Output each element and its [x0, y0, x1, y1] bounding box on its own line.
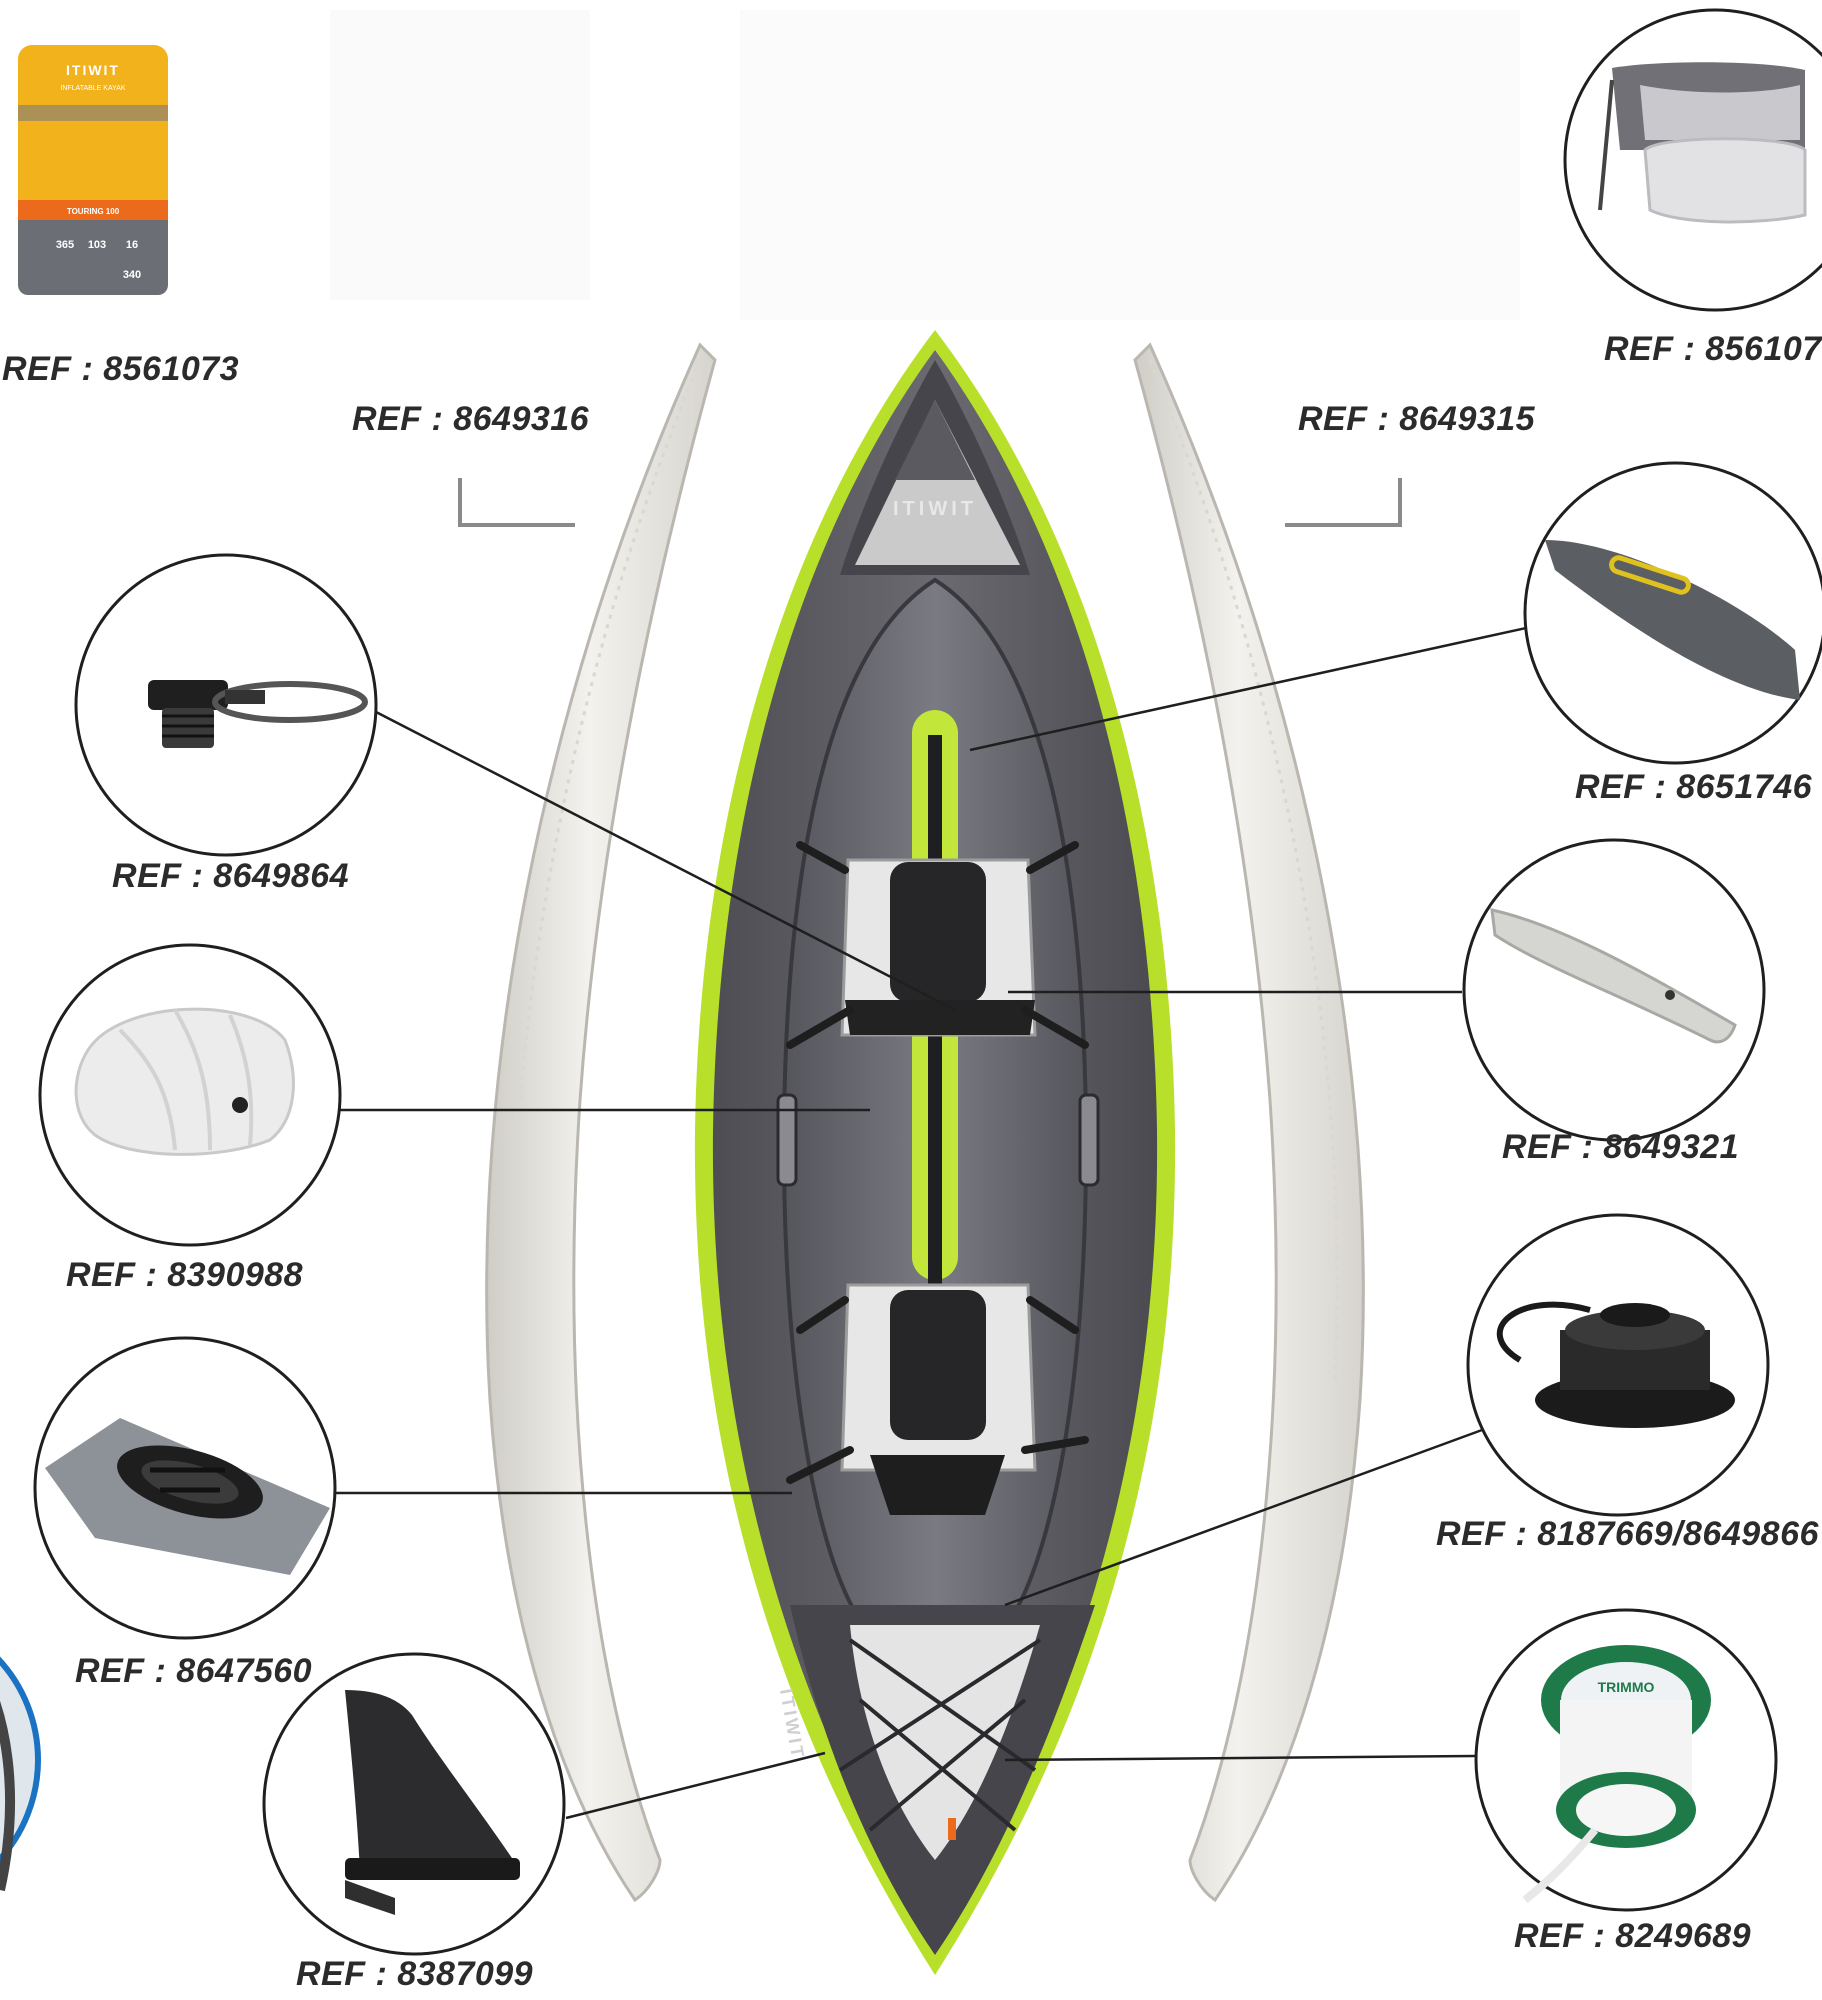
ref-fin: REF : 8387099 — [296, 1955, 534, 1993]
bracket-right — [1285, 478, 1402, 527]
bag-model: TOURING 100 — [67, 207, 120, 216]
kayak-bag: ITIWIT INFLATABLE KAYAK TOURING 100 365 … — [18, 45, 168, 295]
ref-bag: REF : 8561073 — [2, 350, 240, 388]
drain-valve-part — [1466, 1213, 1770, 1517]
bag-spec-load: 340 — [123, 269, 141, 281]
kayak-hull: ITIWIT ITIWIT — [694, 330, 1176, 1975]
partial-product-circle — [0, 1656, 41, 1892]
ref-cover: REF : 8651746 — [1575, 768, 1813, 806]
leader-lines — [334, 626, 1527, 1820]
rope-spool-part: TRIMMO — [1474, 1608, 1778, 1912]
bag-spec-weight: 16 — [126, 239, 138, 251]
ref-drain-valve: REF : 8187669/8649866 — [1436, 1515, 1819, 1553]
side-handle-left — [776, 1093, 798, 1187]
ref-patch: REF : 8647560 — [75, 1652, 313, 1690]
seat-part — [1563, 8, 1822, 312]
rope-brand: TRIMMO — [1598, 1679, 1655, 1695]
bag-brand: ITIWIT — [66, 62, 120, 78]
fin-part — [262, 1652, 566, 1956]
ref-seat: REF : 856107 — [1604, 330, 1822, 368]
bow-brand: ITIWIT — [893, 498, 977, 520]
ref-cushion: REF : 8390988 — [66, 1256, 304, 1294]
ref-floor: REF : 8649321 — [1502, 1128, 1740, 1166]
valve-part — [74, 553, 378, 857]
rear-seat — [786, 1283, 1089, 1515]
background-panel — [330, 10, 590, 300]
bag-subtitle: INFLATABLE KAYAK — [60, 85, 126, 92]
floor-board-part — [1462, 838, 1766, 1142]
cover-part — [1523, 461, 1822, 765]
repair-patch-part — [33, 1336, 337, 1640]
background-panel — [740, 10, 1520, 320]
ref-rope: REF : 8249689 — [1514, 1917, 1752, 1955]
bracket-left — [458, 478, 575, 527]
side-handle-right — [1078, 1093, 1100, 1187]
front-seat — [786, 841, 1089, 1049]
cushion-part — [38, 943, 342, 1247]
bag-spec-width: 103 — [88, 239, 106, 251]
ref-tube-right: REF : 8649315 — [1298, 400, 1536, 438]
ref-valve: REF : 8649864 — [112, 857, 350, 895]
side-tube-left — [485, 342, 717, 1903]
bag-spec-length: 365 — [56, 239, 74, 251]
ref-tube-left: REF : 8649316 — [352, 400, 590, 438]
side-tube-right — [1133, 342, 1365, 1903]
